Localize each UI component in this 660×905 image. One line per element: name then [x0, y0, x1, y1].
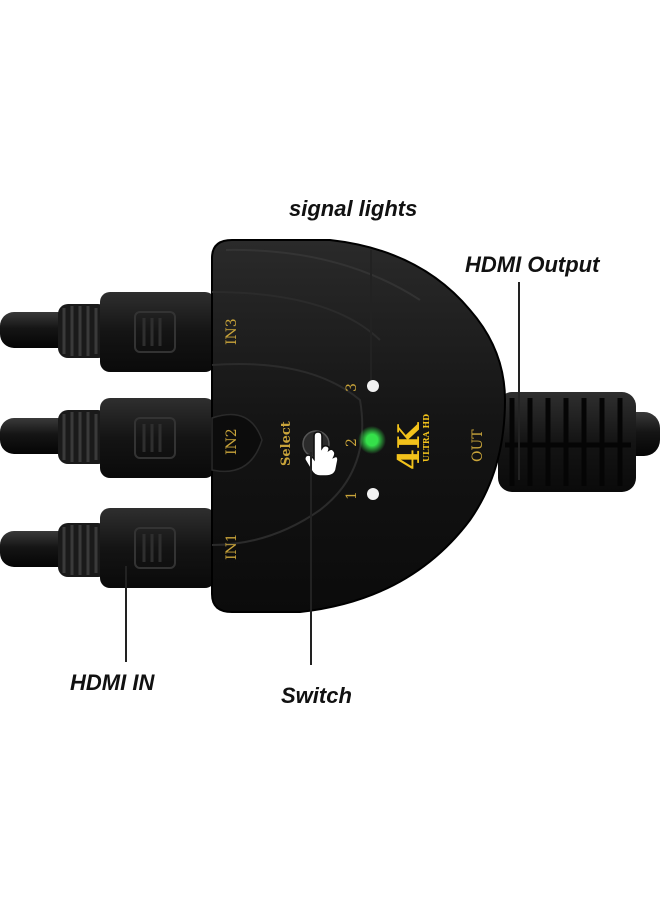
hand-pointer-icon — [304, 431, 339, 477]
led-number-3: 3 — [344, 383, 360, 392]
callout-hdmi-in: HDMI IN — [70, 670, 155, 695]
port-label-out: OUT — [470, 429, 486, 462]
port-label-in3: IN3 — [224, 318, 240, 345]
callout-signal-lights: signal lights — [289, 196, 418, 221]
led-number-1: 1 — [344, 491, 360, 500]
badge-4k: 4K ULTRA HD — [392, 414, 431, 470]
led-3 — [367, 380, 379, 392]
led-1 — [367, 488, 379, 500]
plug-in3 — [58, 292, 215, 372]
callout-lines — [125, 250, 520, 665]
hdmi-in-plugs — [58, 292, 215, 588]
callout-switch: Switch — [281, 683, 352, 708]
port-label-in2: IN2 — [224, 428, 240, 455]
select-button-recess — [211, 413, 263, 473]
switch-body — [211, 239, 507, 613]
badge-4k-text: 4K — [392, 422, 427, 470]
port-label-in1: IN1 — [224, 533, 240, 560]
badge-ultra-hd: ULTRA HD — [421, 414, 431, 462]
led-number-2: 2 — [344, 438, 360, 447]
hdmi-output-cable — [498, 392, 660, 492]
plug-in1 — [58, 508, 215, 588]
callout-hdmi-output: HDMI Output — [465, 252, 600, 277]
port-labels: IN3 IN2 IN1 OUT Select — [224, 318, 486, 560]
plug-in2 — [58, 398, 215, 478]
signal-lights: 3 2 1 — [344, 380, 386, 500]
select-label: Select — [279, 421, 294, 466]
led-2 — [366, 434, 378, 446]
select-button[interactable] — [302, 430, 339, 477]
